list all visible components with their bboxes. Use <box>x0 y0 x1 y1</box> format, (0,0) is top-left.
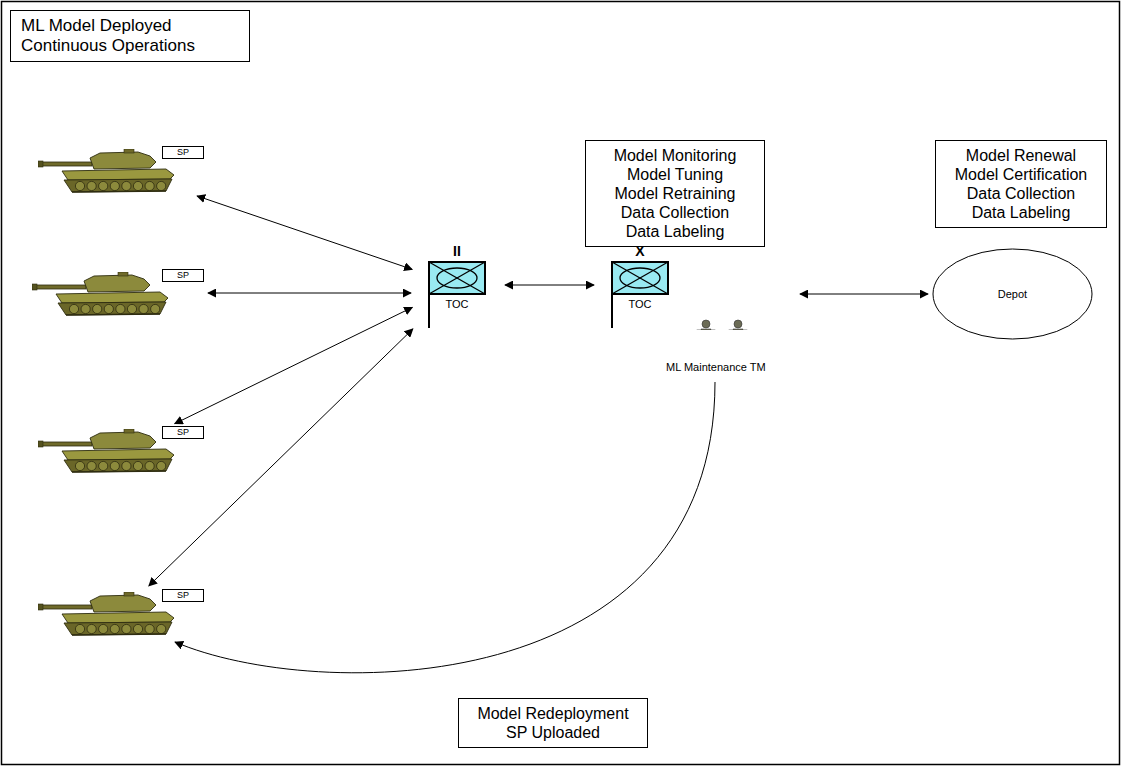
box-text: Continuous Operations <box>21 36 239 56</box>
box-text: Data Collection <box>596 203 754 222</box>
toc-symbol <box>598 240 796 330</box>
tank-illustration <box>38 429 178 475</box>
box-text: Data Labeling <box>946 203 1096 222</box>
box-text: Model Tuning <box>596 165 754 184</box>
tank-illustration <box>38 592 178 638</box>
echelon-mark: II <box>453 243 461 259</box>
toc-label: TOC <box>445 298 468 311</box>
tank-unit: SP <box>32 268 204 318</box>
connector-arrow <box>197 196 412 269</box>
box-text: Data Labeling <box>596 222 754 241</box>
box-text: Model Monitoring <box>596 146 754 165</box>
box-text: Model Retraining <box>596 184 754 203</box>
sp-tag: SP <box>162 589 204 602</box>
text-box: Model RenewalModel CertificationData Col… <box>935 140 1107 228</box>
box-text: ML Model Deployed <box>21 16 239 36</box>
connector-arrow <box>175 307 413 423</box>
text-box: Model RedeploymentSP Uploaded <box>458 698 648 748</box>
tank-illustration <box>38 149 178 195</box>
sp-tag: SP <box>162 269 204 282</box>
connector-arrow <box>175 382 715 673</box>
toc-label: TOC <box>628 298 651 311</box>
tank-unit: SP <box>38 425 204 475</box>
box-text: SP Uploaded <box>469 723 637 742</box>
sp-tag: SP <box>162 146 204 159</box>
box-text: Model Renewal <box>946 146 1096 165</box>
depot-label: Depot <box>998 288 1027 300</box>
tank-unit: SP <box>38 588 204 638</box>
toc-node: II TOC <box>415 240 501 330</box>
box-text: Model Certification <box>946 165 1096 184</box>
toc-node: X TOC ML Maintenance TM <box>598 240 796 380</box>
connector-arrow <box>800 294 928 295</box>
box-text: Model Redeployment <box>469 704 637 723</box>
tank-illustration <box>32 272 172 318</box>
echelon-mark: X <box>635 243 644 259</box>
sp-tag: SP <box>162 426 204 439</box>
depot-ellipse: Depot <box>932 248 1093 340</box>
tank-unit: SP <box>38 145 204 195</box>
text-box: Model MonitoringModel TuningModel Retrai… <box>585 140 765 247</box>
connector-arrow <box>505 285 594 286</box>
team-label: ML Maintenance TM <box>666 361 766 374</box>
text-box: ML Model DeployedContinuous Operations <box>10 10 250 62</box>
box-text: Data Collection <box>946 184 1096 203</box>
connector-arrow <box>208 293 411 294</box>
connector-arrow <box>149 329 413 586</box>
